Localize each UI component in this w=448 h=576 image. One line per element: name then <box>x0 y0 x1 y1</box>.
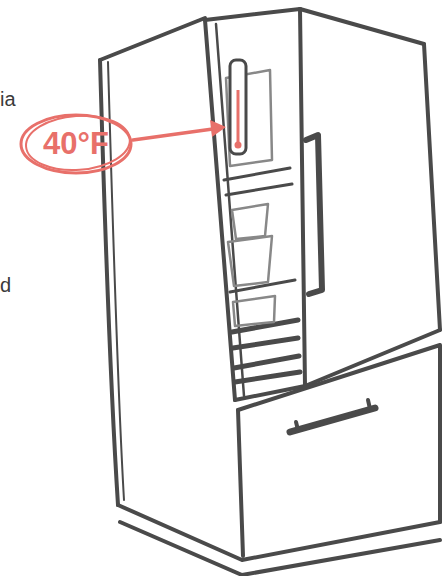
right-door-bottom <box>305 330 440 386</box>
door-shelf <box>224 168 292 195</box>
fridge-top-edge <box>100 18 205 60</box>
drawer-handle-posts <box>296 400 370 430</box>
fridge-plinth <box>120 522 440 575</box>
right-door-right <box>424 44 440 330</box>
pointer-arrowhead <box>210 120 226 137</box>
thermometer-mercury <box>237 90 240 142</box>
drawer-handle <box>290 408 375 432</box>
temperature-oval: 40°F <box>18 112 134 176</box>
door-shelf <box>234 356 300 382</box>
drawer-top <box>238 345 440 522</box>
cropped-text: ia <box>0 88 16 111</box>
thermometer-bulb <box>235 142 242 149</box>
drawer-left <box>238 410 243 556</box>
cropped-text: d <box>0 274 11 297</box>
pointer-arrow <box>133 128 220 140</box>
right-door-top <box>300 9 424 44</box>
left-door-top <box>205 9 300 20</box>
fridge-base <box>118 505 440 560</box>
temperature-label: 40°F <box>43 126 109 162</box>
right-door-left <box>300 9 305 386</box>
box <box>233 296 275 326</box>
cup <box>232 204 268 239</box>
thermometer <box>230 60 246 154</box>
container <box>228 236 272 286</box>
right-door-handle <box>306 135 322 294</box>
